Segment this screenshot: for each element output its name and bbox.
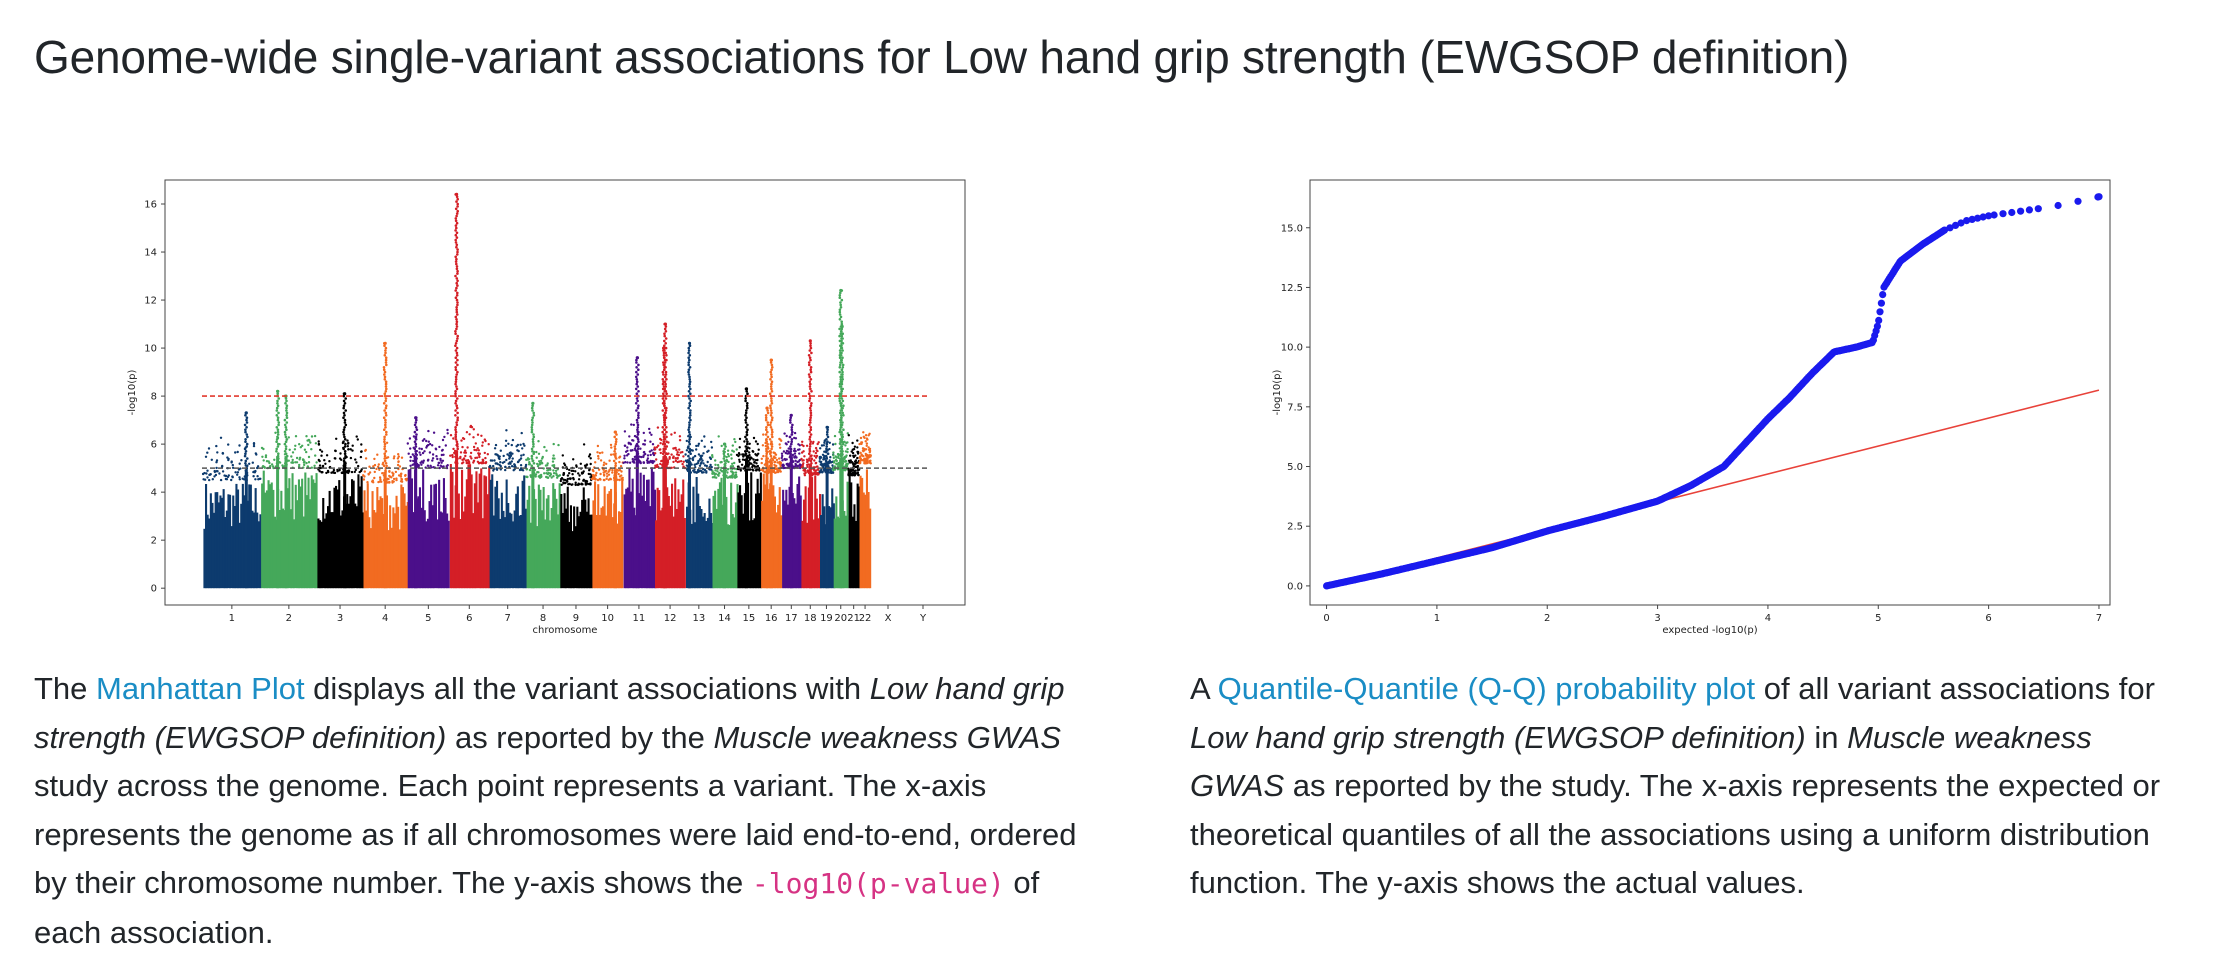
- y-tick-label: 10: [144, 344, 157, 355]
- x-tick-label: 10: [601, 613, 614, 624]
- y-tick-label: 14: [144, 248, 157, 259]
- x-axis-label: chromosome: [533, 625, 598, 636]
- qq-points: [1323, 193, 2103, 590]
- y-tick-label: 6: [151, 440, 157, 451]
- manhattan-chromosome-8: [525, 401, 562, 589]
- y-tick-label: 2: [151, 536, 157, 547]
- study-name: Muscle weakness GWAS: [713, 719, 1061, 755]
- manhattan-chromosome-4: [362, 341, 409, 589]
- y-tick-label: 15.0: [1281, 223, 1303, 234]
- y-tick-label: 7.5: [1287, 402, 1303, 413]
- x-tick-label: 7: [504, 613, 510, 624]
- y-tick-label: 0: [151, 584, 157, 595]
- manhattan-chromosome-10: [590, 430, 624, 589]
- x-tick-label: 2: [1544, 613, 1550, 624]
- x-tick-label: 20: [834, 613, 847, 624]
- x-tick-label: Y: [919, 613, 927, 624]
- manhattan-chromosome-2: [260, 389, 318, 589]
- qq-plot-link[interactable]: Quantile-Quantile (Q-Q) probability plot: [1217, 671, 1756, 706]
- x-tick-label: 21: [847, 613, 860, 624]
- manhattan-chromosome-7: [488, 429, 528, 589]
- manhattan-chromosome-11: [622, 356, 657, 589]
- manhattan-plot-link[interactable]: Manhattan Plot: [96, 671, 305, 706]
- y-tick-label: 0.0: [1287, 581, 1303, 592]
- log10-pvalue-code: -log10(p-value): [751, 867, 1005, 900]
- x-tick-label: 2: [286, 613, 292, 624]
- x-tick-label: 11: [633, 613, 646, 624]
- y-tick-label: 8: [151, 392, 157, 403]
- x-tick-label: 6: [466, 613, 472, 624]
- manhattan-chromosome-17: [780, 413, 802, 589]
- x-tick-label: 8: [540, 613, 546, 624]
- y-tick-label: 16: [144, 200, 157, 211]
- manhattan-chromosome-9: [559, 443, 594, 589]
- x-tick-label: 1: [1434, 613, 1440, 624]
- manhattan-chromosome-21: [847, 434, 861, 589]
- manhattan-chromosome-13: [684, 341, 714, 589]
- x-tick-label: 15: [742, 613, 755, 624]
- x-tick-label: 1: [229, 613, 235, 624]
- x-tick-label: 9: [573, 613, 579, 624]
- x-tick-label: 4: [382, 613, 388, 624]
- qq-axes: 0.0 2.5 5.0 7.5 10.0 12.5 15.0 0 1 2 3 4 5 6 7 expected…: [1272, 223, 2102, 636]
- trait-name: Low hand grip strength (EWGSOP definitio…: [1190, 719, 1806, 755]
- x-tick-label: 4: [1765, 613, 1771, 624]
- x-tick-label: 3: [337, 613, 343, 624]
- manhattan-frame: [164, 179, 966, 606]
- manhattan-chromosome-3: [317, 392, 365, 589]
- x-tick-label: 14: [718, 613, 731, 624]
- manhattan-chromosome-18: [800, 339, 822, 589]
- manhattan-chromosome-6: [449, 192, 491, 589]
- manhattan-chromosome-14: [711, 435, 739, 589]
- x-tick-label: 0: [1323, 613, 1329, 624]
- page-title: Genome-wide single-variant associations …: [34, 31, 1850, 83]
- x-tick-label: 16: [765, 613, 778, 624]
- x-tick-label: 22: [859, 613, 872, 624]
- manhattan-chromosome-22: [858, 431, 872, 589]
- x-tick-label: 12: [664, 613, 677, 624]
- y-axis-label: -log10(p): [1272, 370, 1283, 416]
- x-tick-label: 5: [425, 613, 431, 624]
- y-tick-label: 10.0: [1281, 343, 1303, 354]
- x-tick-label: 19: [820, 613, 833, 624]
- x-tick-label: 7: [2096, 613, 2102, 624]
- y-tick-label: 12: [144, 296, 157, 307]
- manhattan-chromosome-16: [760, 358, 783, 589]
- x-tick-label: 18: [804, 613, 817, 624]
- manhattan-chromosome-12: [653, 322, 687, 589]
- qq-plot: 0.0 2.5 5.0 7.5 10.0 12.5 15.0 0 1 2 3 4 5 6 7 expected…: [1272, 179, 2111, 636]
- x-tick-label: 6: [1985, 613, 1991, 624]
- y-tick-label: 5.0: [1287, 462, 1303, 473]
- y-tick-label: 2.5: [1287, 522, 1303, 533]
- manhattan-chromosome-1: [201, 411, 262, 589]
- manhattan-chromosome-5: [406, 416, 450, 589]
- manhattan-points: [201, 192, 872, 589]
- qq-description: A Quantile-Quantile (Q-Q) probability pl…: [1190, 671, 2161, 900]
- manhattan-thresholds: [202, 395, 928, 469]
- x-tick-label: 3: [1654, 613, 1660, 624]
- qq-frame: [1309, 179, 2111, 606]
- x-tick-label: X: [885, 613, 892, 624]
- x-tick-label: 5: [1875, 613, 1881, 624]
- trait-name: Low hand grip strength (EWGSOP definitio…: [34, 671, 1065, 755]
- manhattan-description: The Manhattan Plot displays all the vari…: [34, 671, 1077, 950]
- manhattan-chromosome-20: [832, 288, 850, 589]
- y-tick-label: 12.5: [1281, 283, 1303, 294]
- x-tick-label: 17: [785, 613, 798, 624]
- y-axis-label: -log10(p): [127, 370, 138, 416]
- manhattan-chromosome-15: [735, 387, 762, 589]
- x-axis-label: expected -log10(p): [1662, 625, 1757, 636]
- x-tick-label: 13: [692, 613, 705, 624]
- y-tick-label: 4: [151, 488, 157, 499]
- study-name: Muscle weakness GWAS: [1190, 719, 2092, 804]
